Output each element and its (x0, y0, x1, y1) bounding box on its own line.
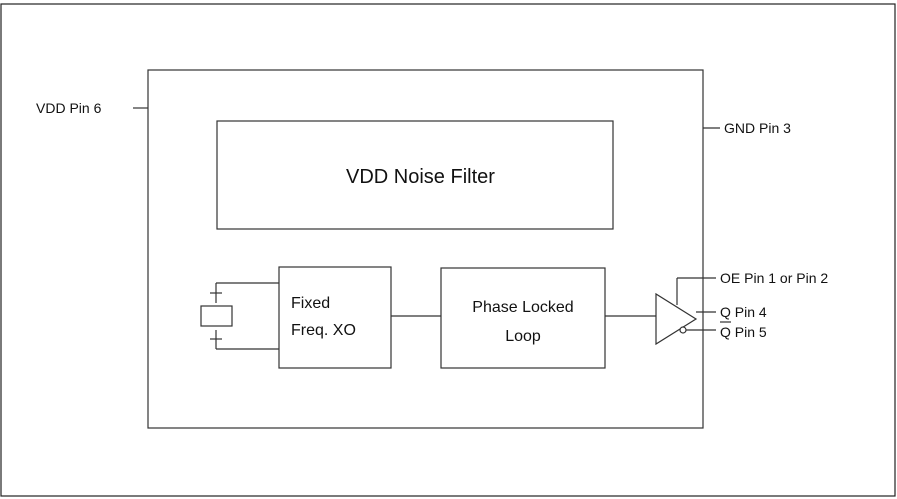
pll-block (440, 267, 606, 369)
vdd-noise-filter-label: VDD Noise Filter (346, 166, 495, 188)
xo-label-line1: Fixed (291, 295, 330, 312)
inversion-bubble-icon (679, 326, 687, 334)
fixed-freq-xo-block (278, 266, 392, 369)
qbar-pin-label: Q Pin 5 (720, 324, 767, 340)
pll-label-line1: Phase Locked (472, 299, 573, 316)
xo-label-line2: Freq. XO (291, 322, 356, 339)
vdd-noise-filter-block (216, 120, 614, 230)
output-buffer-icon (655, 292, 698, 346)
vdd-pin-label: VDD Pin 6 (36, 100, 102, 116)
gnd-pin-label: GND Pin 3 (724, 120, 791, 136)
crystal-icon (200, 282, 279, 350)
oe-pin-label: OE Pin 1 or Pin 2 (720, 270, 828, 286)
pll-label-line2: Loop (505, 328, 541, 345)
q-pin-label: Q Pin 4 (720, 304, 767, 320)
